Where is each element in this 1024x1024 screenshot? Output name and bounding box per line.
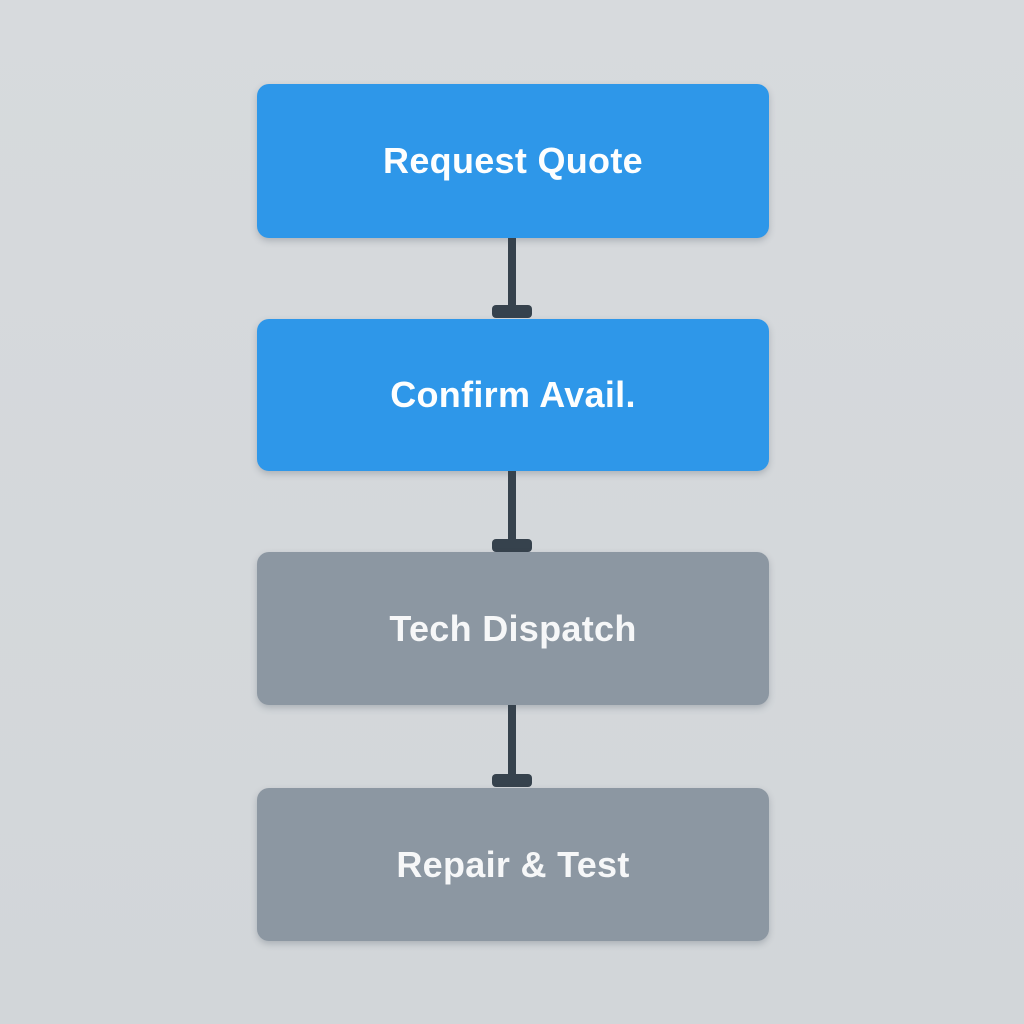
connector-arrowhead <box>492 774 532 787</box>
connector-arrowhead <box>492 539 532 552</box>
connector-arrowhead <box>492 305 532 318</box>
flow-node-label: Confirm Avail. <box>390 374 636 415</box>
connector-line <box>508 238 516 311</box>
flow-node-request-quote[interactable]: Request Quote <box>257 84 769 238</box>
connector-line <box>508 471 516 544</box>
flow-node-confirm-avail[interactable]: Confirm Avail. <box>257 319 769 471</box>
flow-node-label: Repair & Test <box>396 843 630 885</box>
flow-node-label: Request Quote <box>383 140 643 181</box>
flow-node-label: Tech Dispatch <box>389 607 637 649</box>
flow-node-tech-dispatch[interactable]: Tech Dispatch <box>257 552 769 705</box>
flow-node-repair-test[interactable]: Repair & Test <box>257 788 769 941</box>
connector-line <box>508 705 516 778</box>
